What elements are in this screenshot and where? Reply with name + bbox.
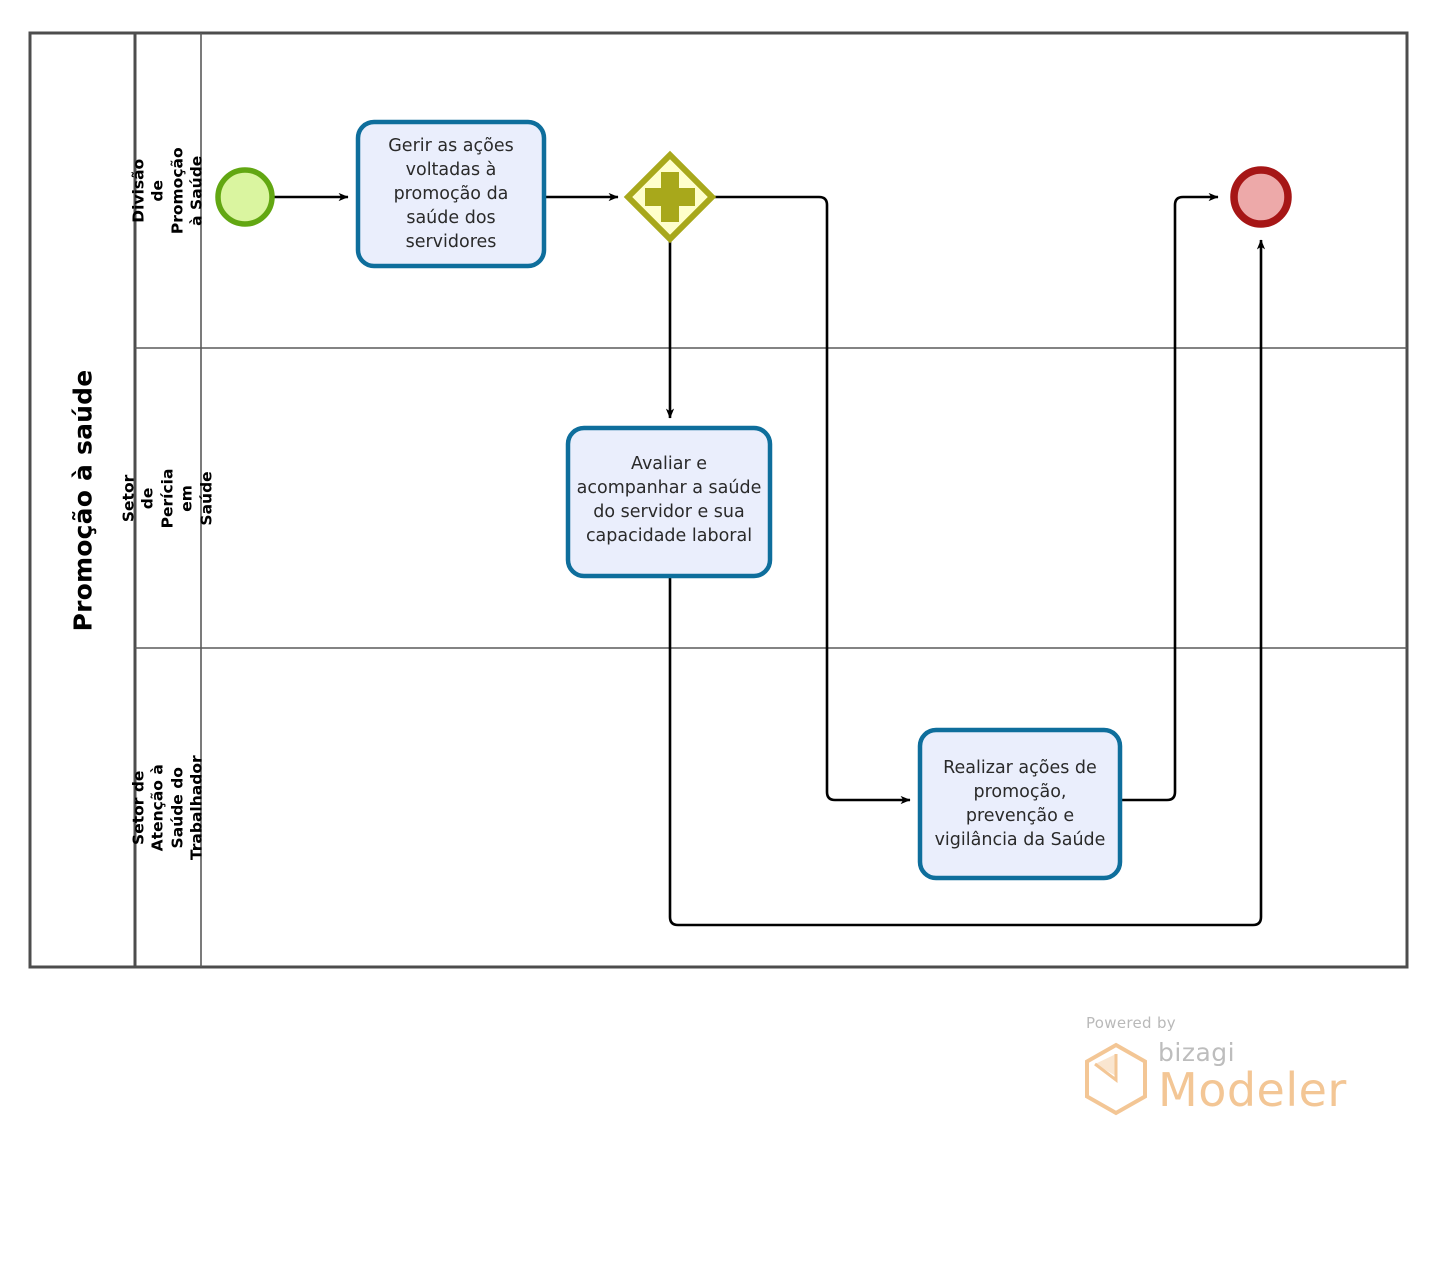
end-event[interactable] bbox=[1230, 166, 1292, 228]
parallel-gateway[interactable] bbox=[623, 150, 717, 244]
task-avaliar-acompanhar[interactable] bbox=[565, 425, 773, 579]
flow-task3-to-end bbox=[1122, 192, 1219, 802]
flow-task2-to-end bbox=[668, 239, 1266, 927]
task-gerir-acoes[interactable] bbox=[355, 119, 547, 269]
sequence-flows bbox=[272, 192, 1266, 927]
task-realizar-acoes[interactable] bbox=[917, 727, 1123, 881]
start-event[interactable] bbox=[215, 167, 275, 227]
flow-gateway-to-task3 bbox=[712, 195, 911, 805]
plus-icon bbox=[645, 172, 695, 222]
